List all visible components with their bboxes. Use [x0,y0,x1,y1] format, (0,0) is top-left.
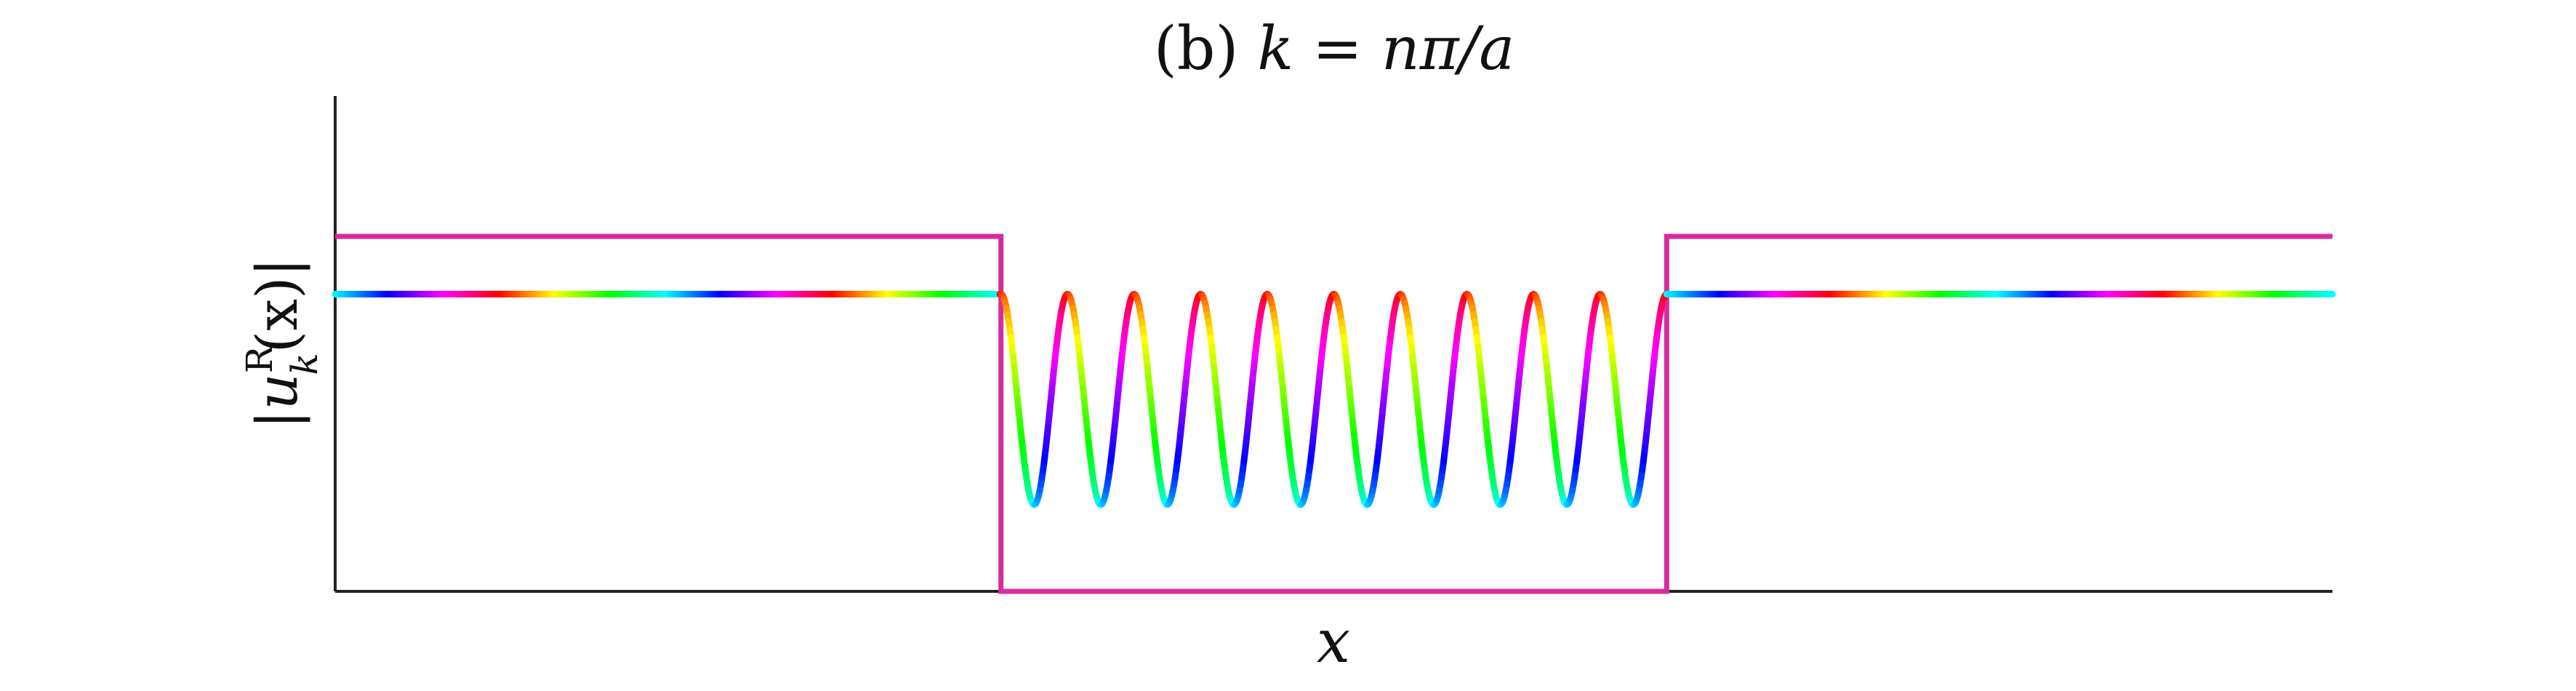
wavefunction-series [332,290,2336,508]
x-axis-label: x [1317,607,1350,676]
chart-title-math: k = nπ/a [1257,15,1514,84]
y-axis-label: |uRk(x)| [238,257,326,429]
y-label-base: |u [245,373,310,429]
svg-text:|uRk(x)|: |uRk(x)| [238,257,326,429]
y-label-tail: (x)| [245,257,310,353]
y-label-superscript: R [238,345,281,373]
chart-title: (b) k = nπ/a [1154,15,1514,84]
chart-title-prefix: (b) [1154,15,1258,84]
y-label-subscript: k [284,353,326,375]
potential-series-line [335,233,2332,594]
